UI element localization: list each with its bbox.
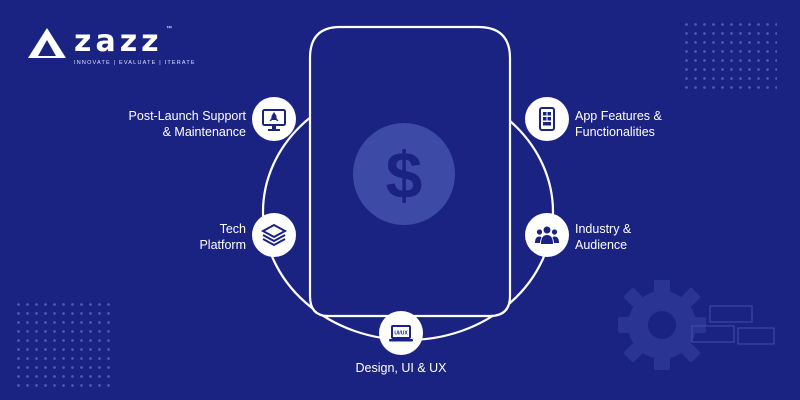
trademark-symbol: ™ [166, 26, 172, 32]
app-features-label-line2: Functionalities [575, 125, 655, 139]
design-node: UI/UX [379, 311, 423, 355]
group-users-icon [535, 226, 559, 244]
dollar-sign: $ [386, 138, 423, 212]
post-launch-label: Post-Launch Support & Maintenance [96, 108, 246, 140]
brand-name: zazz [74, 24, 163, 59]
outline-blocks [691, 305, 775, 345]
industry-label: Industry & Audience [575, 221, 725, 253]
industry-label-line2: Audience [575, 238, 628, 252]
app-features-label: App Features & Functionalities [575, 108, 725, 140]
monitor-rocket-icon [262, 109, 286, 131]
post-launch-node [252, 97, 296, 141]
industry-node [525, 213, 569, 257]
dollar-coin [353, 123, 455, 225]
dot-pattern-top-right [682, 20, 777, 90]
gear-icon [618, 280, 706, 370]
dot-pattern-bottom-left [14, 300, 114, 392]
tech-platform-node [252, 213, 296, 257]
uiux-badge: UI/UX [394, 331, 408, 337]
brand-tagline: INNOVATE | EVALUATE | ITERATE [74, 60, 196, 66]
industry-label-line1: Industry & [575, 222, 632, 236]
tech-platform-label-line2: Platform [199, 238, 246, 252]
tech-platform-label-line1: Tech [219, 222, 246, 236]
logo-mark-icon [28, 28, 66, 58]
mobile-grid-icon [539, 107, 555, 131]
app-features-label-line1: App Features & [575, 109, 662, 123]
post-launch-label-line1: Post-Launch Support [128, 109, 246, 123]
tech-platform-label: Tech Platform [96, 221, 246, 253]
app-features-node [525, 97, 569, 141]
laptop-uiux-icon: UI/UX [389, 325, 413, 342]
post-launch-label-line2: & Maintenance [162, 125, 246, 139]
design-label: Design, UI & UX [355, 361, 447, 375]
brand-logo: zazz ™ INNOVATE | EVALUATE | ITERATE [26, 24, 195, 70]
layers-icon [260, 223, 288, 247]
